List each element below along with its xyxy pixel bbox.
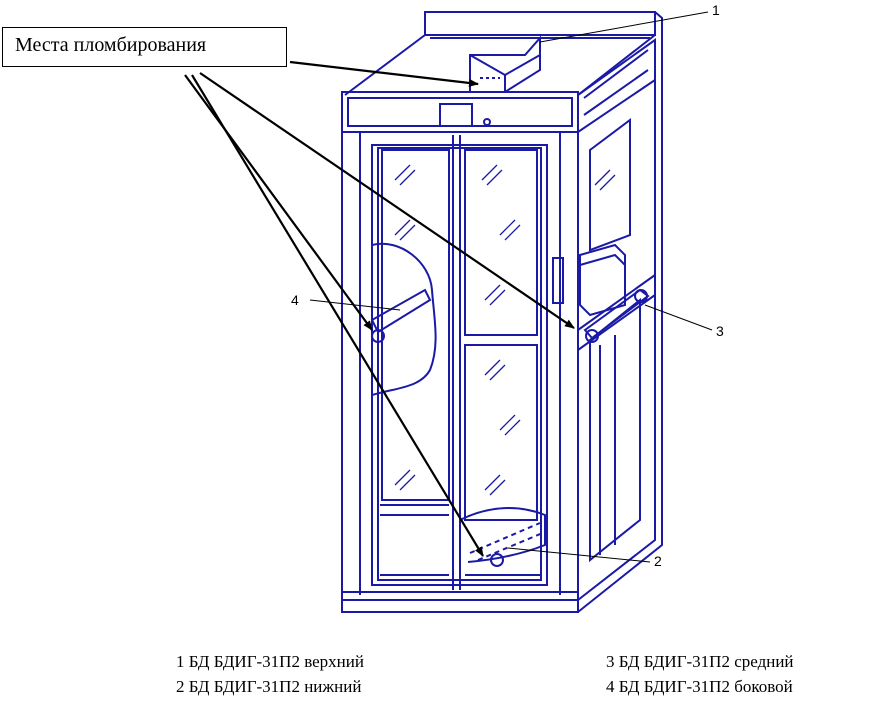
legend-item-3: 3 БД БДИГ-31П2 средний: [606, 651, 794, 673]
glass-hatching: [394, 164, 616, 496]
legend-item-4: 4 БД БДИГ-31П2 боковой: [606, 676, 793, 698]
legend-text-2: 2 БД БДИГ-31П2 нижний: [176, 677, 362, 696]
legend-text-1: 1 БД БДИГ-31П2 верхний: [176, 652, 364, 671]
number-4: 4: [291, 292, 299, 308]
number-3: 3: [716, 323, 724, 339]
seal-arrows: [184, 60, 575, 557]
seal-places-callout: Места пломбирования: [2, 27, 287, 67]
legend-text-4: 4 БД БДИГ-31П2 боковой: [606, 677, 793, 696]
number-leaders: [309, 11, 713, 563]
legend-text-3: 3 БД БДИГ-31П2 средний: [606, 652, 794, 671]
number-2: 2: [654, 553, 662, 569]
callout-label: Места пломбирования: [15, 34, 207, 56]
legend-item-1: 1 БД БДИГ-31П2 верхний: [176, 651, 364, 673]
booth-frame: [341, 11, 663, 613]
number-1: 1: [712, 2, 720, 18]
legend-item-2: 2 БД БДИГ-31П2 нижний: [176, 676, 361, 698]
